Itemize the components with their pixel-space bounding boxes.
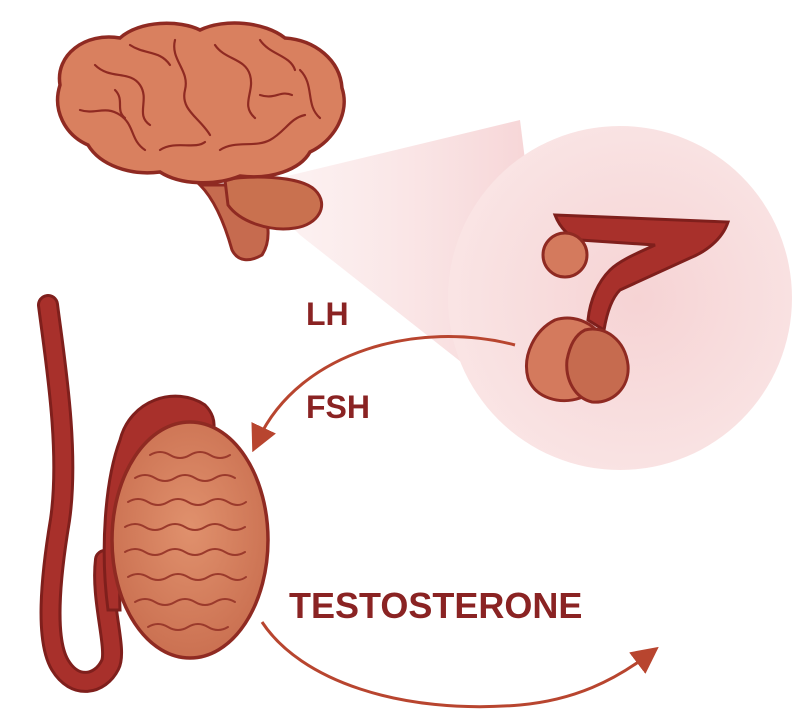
lh-label: LH bbox=[306, 296, 349, 332]
testosterone-arrow bbox=[260, 621, 659, 709]
testosterone-label: TESTOSTERONE bbox=[289, 585, 582, 626]
fsh-label: FSH bbox=[306, 389, 370, 425]
pituitary-gland-illustration bbox=[525, 213, 731, 404]
lh-fsh-arrow bbox=[251, 335, 516, 453]
pituitary-zoom-circle bbox=[448, 126, 792, 470]
testis-illustration bbox=[37, 294, 270, 693]
brain-illustration bbox=[55, 21, 346, 262]
